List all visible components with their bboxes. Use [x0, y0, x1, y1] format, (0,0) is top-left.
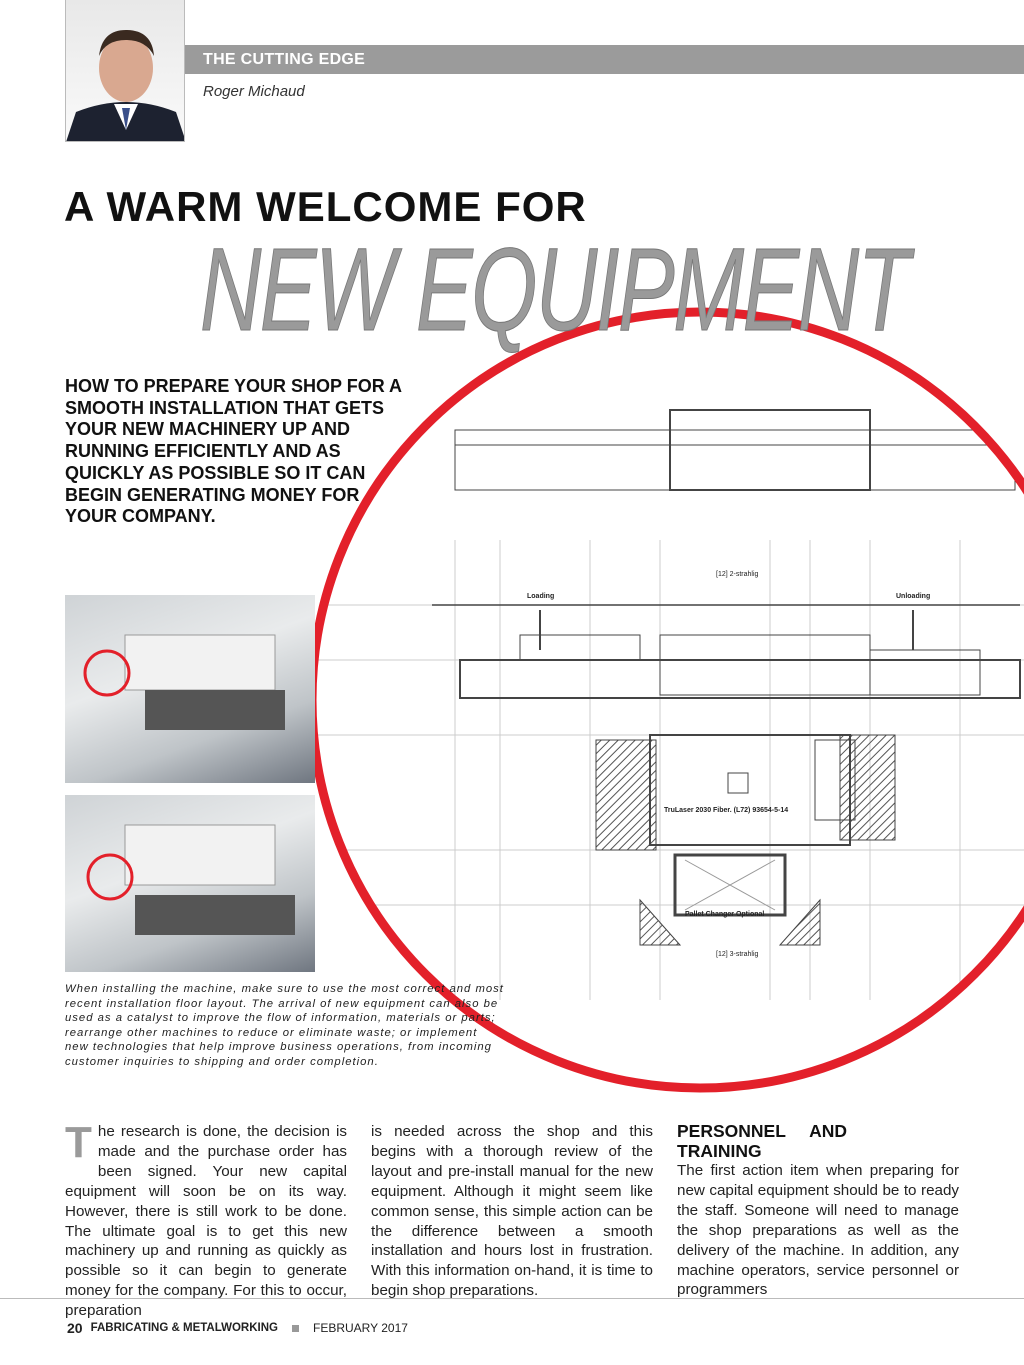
- issue-date: FEBRUARY 2017: [312, 1321, 408, 1335]
- deck-subheadline: HOW TO PREPARE YOUR SHOP FOR A SMOOTH IN…: [65, 376, 402, 527]
- header-bar: [185, 45, 1024, 74]
- author-photo: [65, 0, 185, 142]
- separator-square: [291, 1324, 299, 1332]
- page-number: 20: [67, 1320, 83, 1336]
- body-text-3: The first action item when preparing for…: [677, 1162, 959, 1299]
- headline-line1: A WARM WELCOME FOR: [64, 183, 587, 230]
- subhead-personnel-training: PERSONNEL AND TRAINING: [677, 1121, 847, 1161]
- installation-photo-1: [65, 595, 315, 783]
- label-unloading: Unloading: [896, 593, 930, 600]
- footer-rule: [0, 1298, 1024, 1299]
- label-loading: Loading: [527, 593, 554, 600]
- installation-photo-2: [65, 795, 315, 972]
- drop-cap: T: [65, 1118, 92, 1167]
- body-column-2: is needed across the shop and this begin…: [371, 1123, 653, 1300]
- column-name: THE CUTTING EDGE: [203, 51, 366, 68]
- author-name: Roger Michaud: [203, 83, 305, 100]
- page-footer: 20 FABRICATING & METALWORKING FEBRUARY 2…: [67, 1320, 408, 1336]
- label-3-strahlig: [12] 3-strahlig: [716, 951, 759, 958]
- headline-line2: NEW EQUIPMENT: [200, 224, 910, 357]
- label-pallet-changer: Pallet Changer Optional: [685, 911, 764, 918]
- publication-name: FABRICATING & METALWORKING: [90, 1322, 278, 1334]
- label-2-strahlig: [12] 2-strahlig: [716, 571, 759, 578]
- photo-caption: When installing the machine, make sure t…: [65, 983, 504, 1068]
- floor-layout-diagram: Loading Unloading TruLaser 2030 Fiber. (…: [307, 307, 1024, 1093]
- body-column-3: PERSONNEL AND TRAINING The first action …: [677, 1121, 959, 1300]
- body-text-1: he research is done, the decision is mad…: [65, 1123, 347, 1320]
- label-machine: TruLaser 2030 Fiber. (L72) 93654-5-14: [664, 807, 788, 814]
